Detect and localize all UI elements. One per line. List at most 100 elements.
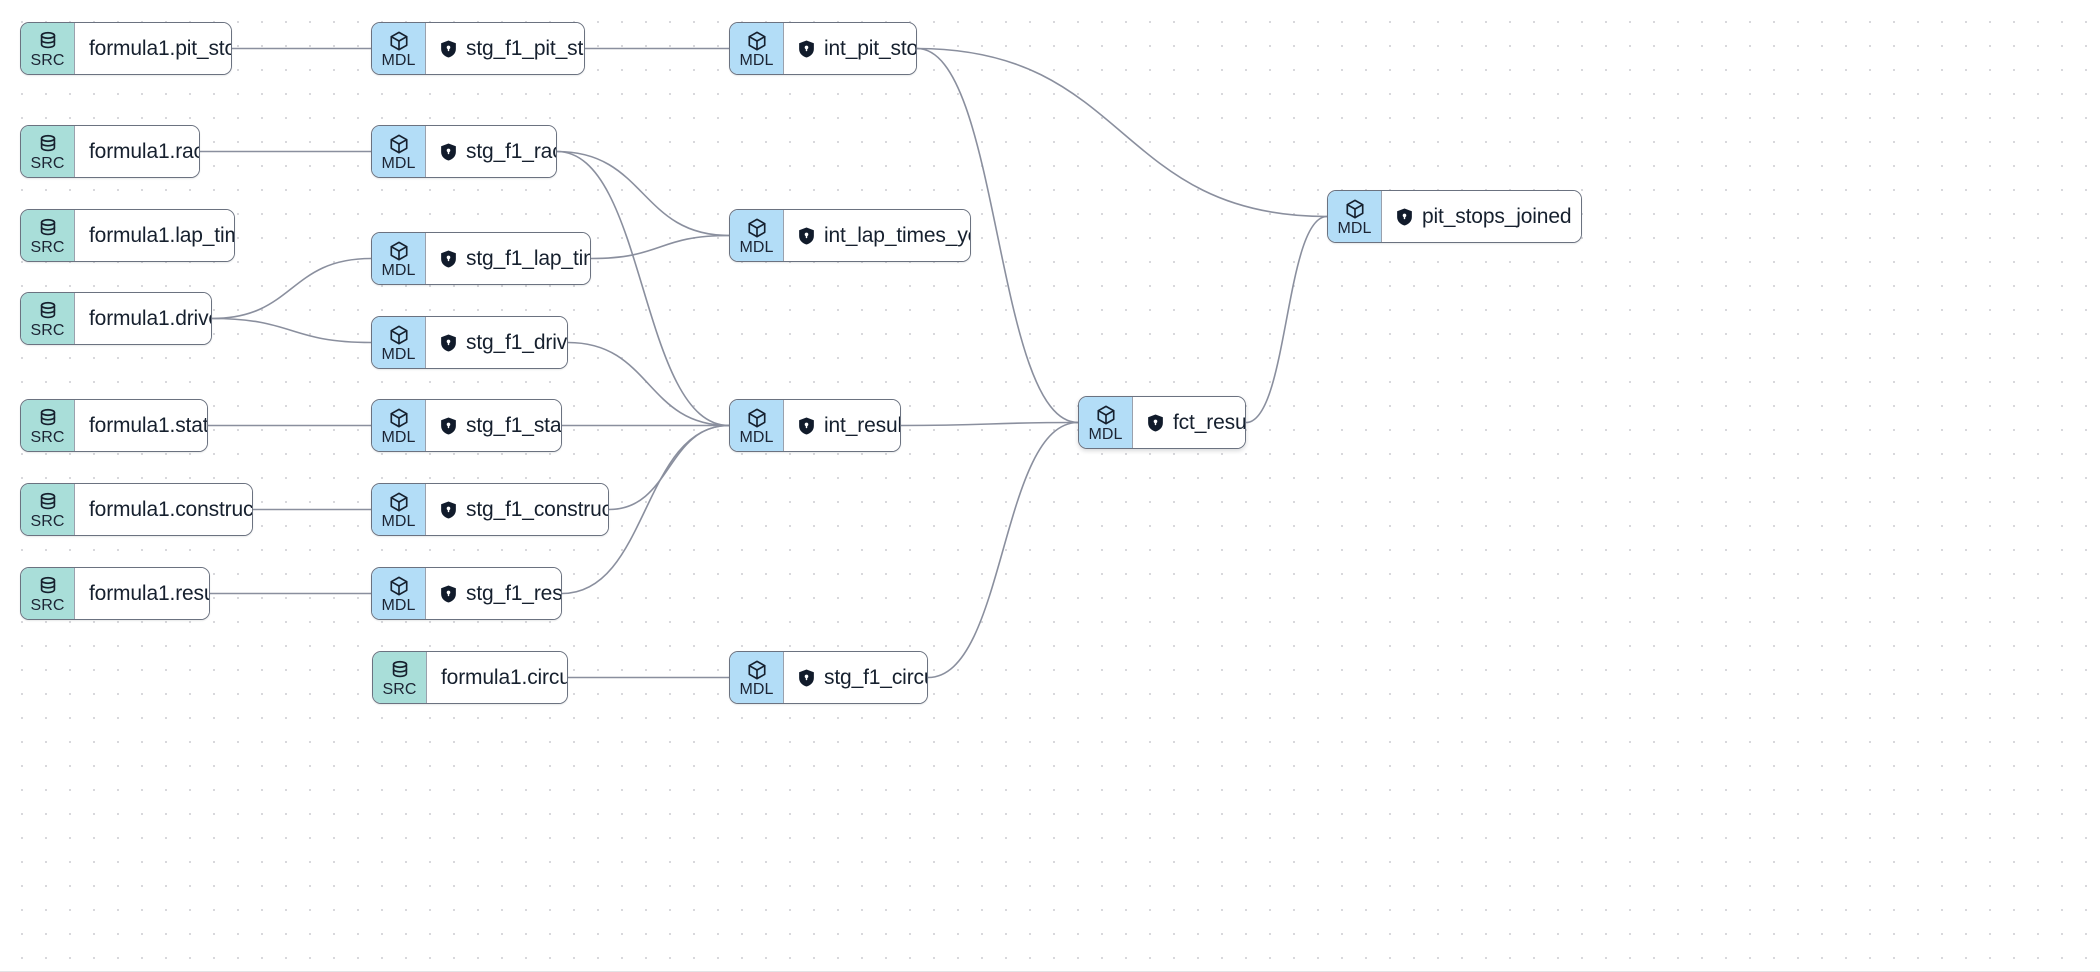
badge-label: SRC: [30, 155, 65, 172]
node-body: stg_f1_results: [426, 568, 562, 619]
badge-label: SRC: [30, 239, 65, 256]
cube-icon: [1095, 404, 1117, 426]
model-badge: MDL: [372, 126, 426, 177]
graph-node-int_lap_times_years[interactable]: MDL int_lap_times_years: [729, 209, 971, 262]
node-label: formula1.races: [89, 139, 199, 163]
node-body: stg_f1_drivers: [426, 317, 568, 368]
node-label: int_pit_stops: [824, 36, 917, 60]
cube-icon: [388, 575, 410, 597]
graph-node-src_results[interactable]: SRC formula1.results: [20, 567, 210, 620]
graph-node-stg_constructors[interactable]: MDL stg_f1_constructors: [371, 483, 609, 536]
model-badge: MDL: [372, 568, 426, 619]
shield-icon: [440, 416, 457, 435]
node-body: formula1.pit_stops: [75, 23, 231, 74]
node-body: int_lap_times_years: [784, 210, 970, 261]
database-icon: [37, 30, 59, 52]
node-body: formula1.lap_times: [75, 210, 234, 261]
node-label: stg_f1_status: [466, 413, 562, 437]
badge-label: SRC: [30, 597, 65, 614]
graph-node-src_pit_stops[interactable]: SRC formula1.pit_stops: [20, 22, 232, 75]
database-icon: [37, 407, 59, 429]
graph-node-stg_pit_stops[interactable]: MDL stg_f1_pit_stops: [371, 22, 585, 75]
cube-icon: [746, 30, 768, 52]
graph-node-int_results[interactable]: MDL int_results: [729, 399, 901, 452]
model-badge: MDL: [372, 317, 426, 368]
graph-edge-src_drivers-to-stg_drivers: [211, 317, 372, 344]
model-badge: MDL: [372, 484, 426, 535]
badge-label: MDL: [739, 239, 774, 256]
node-body: int_results: [784, 400, 900, 451]
cube-icon: [388, 324, 410, 346]
node-body: int_pit_stops: [784, 23, 917, 74]
model-badge: MDL: [730, 23, 784, 74]
graph-node-stg_status[interactable]: MDL stg_f1_status: [371, 399, 562, 452]
badge-label: MDL: [381, 52, 416, 69]
shield-icon: [1396, 207, 1413, 226]
node-label: stg_f1_races: [466, 139, 556, 163]
badge-label: SRC: [30, 429, 65, 446]
cube-icon: [1344, 198, 1366, 220]
cube-icon: [746, 659, 768, 681]
node-label: stg_f1_constructors: [466, 497, 608, 521]
node-label: formula1.status: [89, 413, 208, 437]
model-badge: MDL: [1328, 191, 1382, 242]
node-body: stg_f1_status: [426, 400, 562, 451]
node-body: stg_f1_races: [426, 126, 556, 177]
cube-icon: [388, 491, 410, 513]
database-icon: [37, 217, 59, 239]
database-icon: [37, 133, 59, 155]
shield-icon: [1147, 413, 1164, 432]
badge-label: SRC: [30, 513, 65, 530]
shield-icon: [798, 226, 815, 245]
database-icon: [37, 491, 59, 513]
badge-label: SRC: [30, 52, 65, 69]
graph-edge-stg_circuits-to-fct_results: [927, 421, 1079, 679]
node-label: formula1.pit_stops: [89, 36, 231, 60]
badge-label: MDL: [381, 429, 416, 446]
graph-node-int_pit_stops[interactable]: MDL int_pit_stops: [729, 22, 917, 75]
source-badge: SRC: [21, 400, 75, 451]
graph-node-stg_results[interactable]: MDL stg_f1_results: [371, 567, 562, 620]
node-label: formula1.lap_times: [89, 223, 234, 247]
graph-edge-int_results-to-fct_results: [900, 421, 1079, 427]
node-body: pit_stops_joined: [1382, 191, 1581, 242]
node-body: formula1.drivers: [75, 293, 211, 344]
graph-edge-int_pit_stops-to-pit_stops_joined: [916, 47, 1328, 218]
badge-label: MDL: [1088, 426, 1123, 443]
cube-icon: [388, 407, 410, 429]
graph-node-stg_lap_times[interactable]: MDL stg_f1_lap_times: [371, 232, 591, 285]
node-body: formula1.circuits: [427, 652, 567, 703]
model-badge: MDL: [730, 400, 784, 451]
graph-node-src_lap_times[interactable]: SRC formula1.lap_times: [20, 209, 235, 262]
node-label: fct_results: [1173, 410, 1246, 434]
graph-node-src_circuits[interactable]: SRC formula1.circuits: [372, 651, 568, 704]
model-badge: MDL: [730, 210, 784, 261]
badge-label: SRC: [382, 681, 417, 698]
shield-icon: [440, 333, 457, 352]
graph-node-src_races[interactable]: SRC formula1.races: [20, 125, 200, 178]
shield-icon: [440, 142, 457, 161]
node-label: stg_f1_results: [466, 581, 562, 605]
node-body: formula1.results: [75, 568, 209, 619]
node-label: stg_f1_pit_stops: [466, 36, 584, 60]
graph-node-fct_results[interactable]: MDL fct_results: [1078, 396, 1246, 449]
cube-icon: [388, 133, 410, 155]
node-body: fct_results: [1133, 397, 1246, 448]
source-badge: SRC: [21, 210, 75, 261]
model-badge: MDL: [372, 233, 426, 284]
node-label: stg_f1_drivers: [466, 330, 568, 354]
graph-edge-stg_lap_times-to-int_lap_times_years: [590, 234, 730, 260]
graph-edge-stg_constructors-to-int_results: [608, 424, 730, 511]
graph-node-stg_races[interactable]: MDL stg_f1_races: [371, 125, 557, 178]
node-label: int_results: [824, 413, 900, 437]
graph-node-src_status[interactable]: SRC formula1.status: [20, 399, 208, 452]
node-body: formula1.races: [75, 126, 199, 177]
shield-icon: [440, 584, 457, 603]
graph-node-stg_drivers[interactable]: MDL stg_f1_drivers: [371, 316, 568, 369]
node-label: stg_f1_lap_times: [466, 246, 590, 270]
